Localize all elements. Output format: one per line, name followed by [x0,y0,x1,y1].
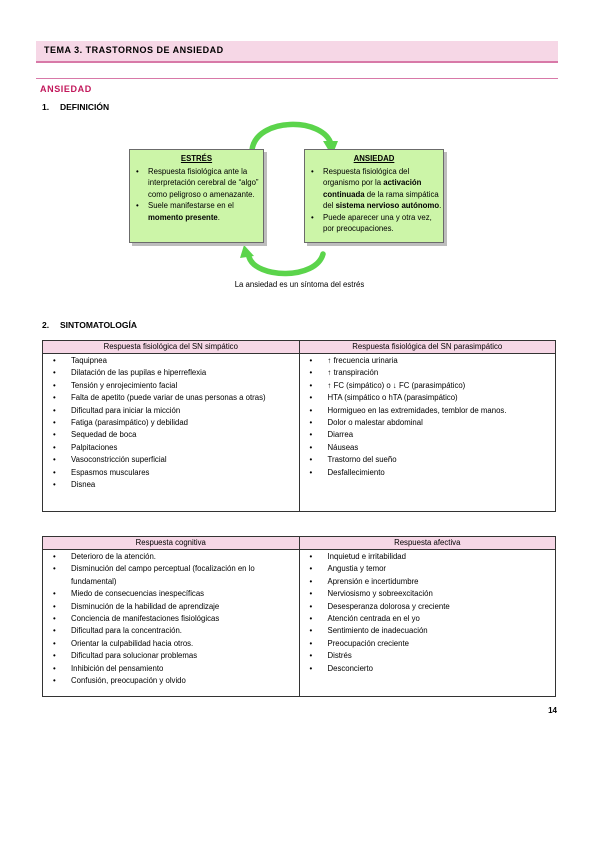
list-item: Desfallecimiento [310,467,552,480]
list-item: Orientar la culpabilidad hacia otros. [53,638,295,651]
list-item: HTA (simpático o hTA (parasimpático) [310,392,552,405]
cognitive-header: Respuesta cognitiva [42,536,300,550]
list-item: Náuseas [310,442,552,455]
physiological-response-table: Respuesta fisiológica del SN simpático R… [42,340,556,512]
list-item: Inhibición del pensamiento [53,663,295,676]
section-title: ANSIEDAD [40,84,92,94]
list-item: Vasoconstricción superficial [53,454,295,467]
list-item: Dificultad para la concentración. [53,625,295,638]
bottom-arrow [246,251,326,277]
list-item: ↑ transpiración [310,367,552,380]
list-item: Desconcierto [310,663,552,676]
cognitive-affective-table: Respuesta cognitiva Respuesta afectiva D… [42,536,556,697]
anxiety-box-title: ANSIEDAD [353,154,395,163]
anxiety-box: ANSIEDAD Respuesta fisiológica del organ… [304,149,444,243]
list-item: Palpitaciones [53,442,295,455]
list-item: Taquipnea [53,355,295,368]
symptoms-number: 2. [42,320,50,330]
list-item: Aprensión e incertidumbre [310,576,552,589]
cycle-arrows-diagram [240,121,338,277]
list-item: Fatiga (parasimpático) y debilidad [53,417,295,430]
list-item: Sentimiento de inadecuación [310,625,552,638]
list-item: Diarrea [310,429,552,442]
list-item: Sequedad de boca [53,429,295,442]
list-item: Falta de apetito (puede variar de unas p… [53,392,295,405]
list-item: Hormigueo en las extremidades, temblor d… [310,405,552,418]
list-item: Disminución del campo perceptual (focali… [53,563,295,588]
sympathetic-cell: Taquipnea Dilatación de las pupilas e hi… [42,353,300,512]
stress-box: ESTRÉS Respuesta fisiológica ante la int… [129,149,264,243]
list-item: Dificultad para iniciar la micción [53,405,295,418]
list-item: Miedo de consecuencias inespecíficas [53,588,295,601]
symptoms-title: SINTOMATOLOGÍA [60,320,137,330]
list-item: Trastorno del sueño [310,454,552,467]
anxiety-item-2: Puede aparecer una y otra vez, por preoc… [311,212,443,235]
list-item: ↑ FC (simpático) o ↓ FC (parasimpático) [310,380,552,393]
list-item: Disnea [53,479,295,492]
topic-title: TEMA 3. TRASTORNOS DE ANSIEDAD [44,45,224,55]
parasympathetic-cell: ↑ frecuencia urinaria ↑ transpiración ↑ … [298,353,556,512]
symptoms-heading: 2. SINTOMATOLOGÍA [42,320,137,330]
anxiety-item-1: Respuesta fisiológica del organismo por … [311,166,443,212]
affective-header: Respuesta afectiva [298,536,556,550]
list-item: Nerviosismo y sobreexcitación [310,588,552,601]
list-item: Deterioro de la atención. [53,551,295,564]
sympathetic-header: Respuesta fisiológica del SN simpático [42,340,300,354]
list-item: Angustia y temor [310,563,552,576]
list-item: Conciencia de manifestaciones fisiológic… [53,613,295,626]
cognitive-cell: Deterioro de la atención. Disminución de… [42,549,300,697]
stress-box-title: ESTRÉS [180,154,213,163]
parasympathetic-header: Respuesta fisiológica del SN parasimpáti… [298,340,556,354]
stress-item-1: Respuesta fisiológica ante la interpreta… [136,166,263,201]
list-item: Tensión y enrojecimiento facial [53,380,295,393]
list-item: Preocupación creciente [310,638,552,651]
top-arrow [249,121,334,153]
page-number: 14 [548,706,557,715]
list-item: ↑ frecuencia urinaria [310,355,552,368]
affective-cell: Inquietud e irritabilidad Angustia y tem… [298,549,556,697]
definition-title: DEFINICIÓN [60,102,110,112]
diagram-caption: La ansiedad es un síntoma del estrés [234,280,365,289]
list-item: Dificultad para solucionar problemas [53,650,295,663]
definition-number: 1. [42,102,50,112]
bottom-arrowhead [240,245,254,258]
list-item: Confusión, preocupación y olvido [53,675,295,688]
top-arrowhead [323,141,338,156]
list-item: Dilatación de las pupilas e hiperreflexi… [53,367,295,380]
definition-heading: 1. DEFINICIÓN [42,102,109,112]
list-item: Inquietud e irritabilidad [310,551,552,564]
list-item: Atención centrada en el yo [310,613,552,626]
topic-banner: TEMA 3. TRASTORNOS DE ANSIEDAD [36,41,558,63]
stress-item-2: Suele manifestarse en el momento present… [136,200,263,223]
list-item: Disminución de la habilidad de aprendiza… [53,601,295,614]
list-item: Dolor o malestar abdominal [310,417,552,430]
list-item: Distrés [310,650,552,663]
list-item: Espasmos musculares [53,467,295,480]
section-divider [36,78,558,79]
list-item: Desesperanza dolorosa y creciente [310,601,552,614]
